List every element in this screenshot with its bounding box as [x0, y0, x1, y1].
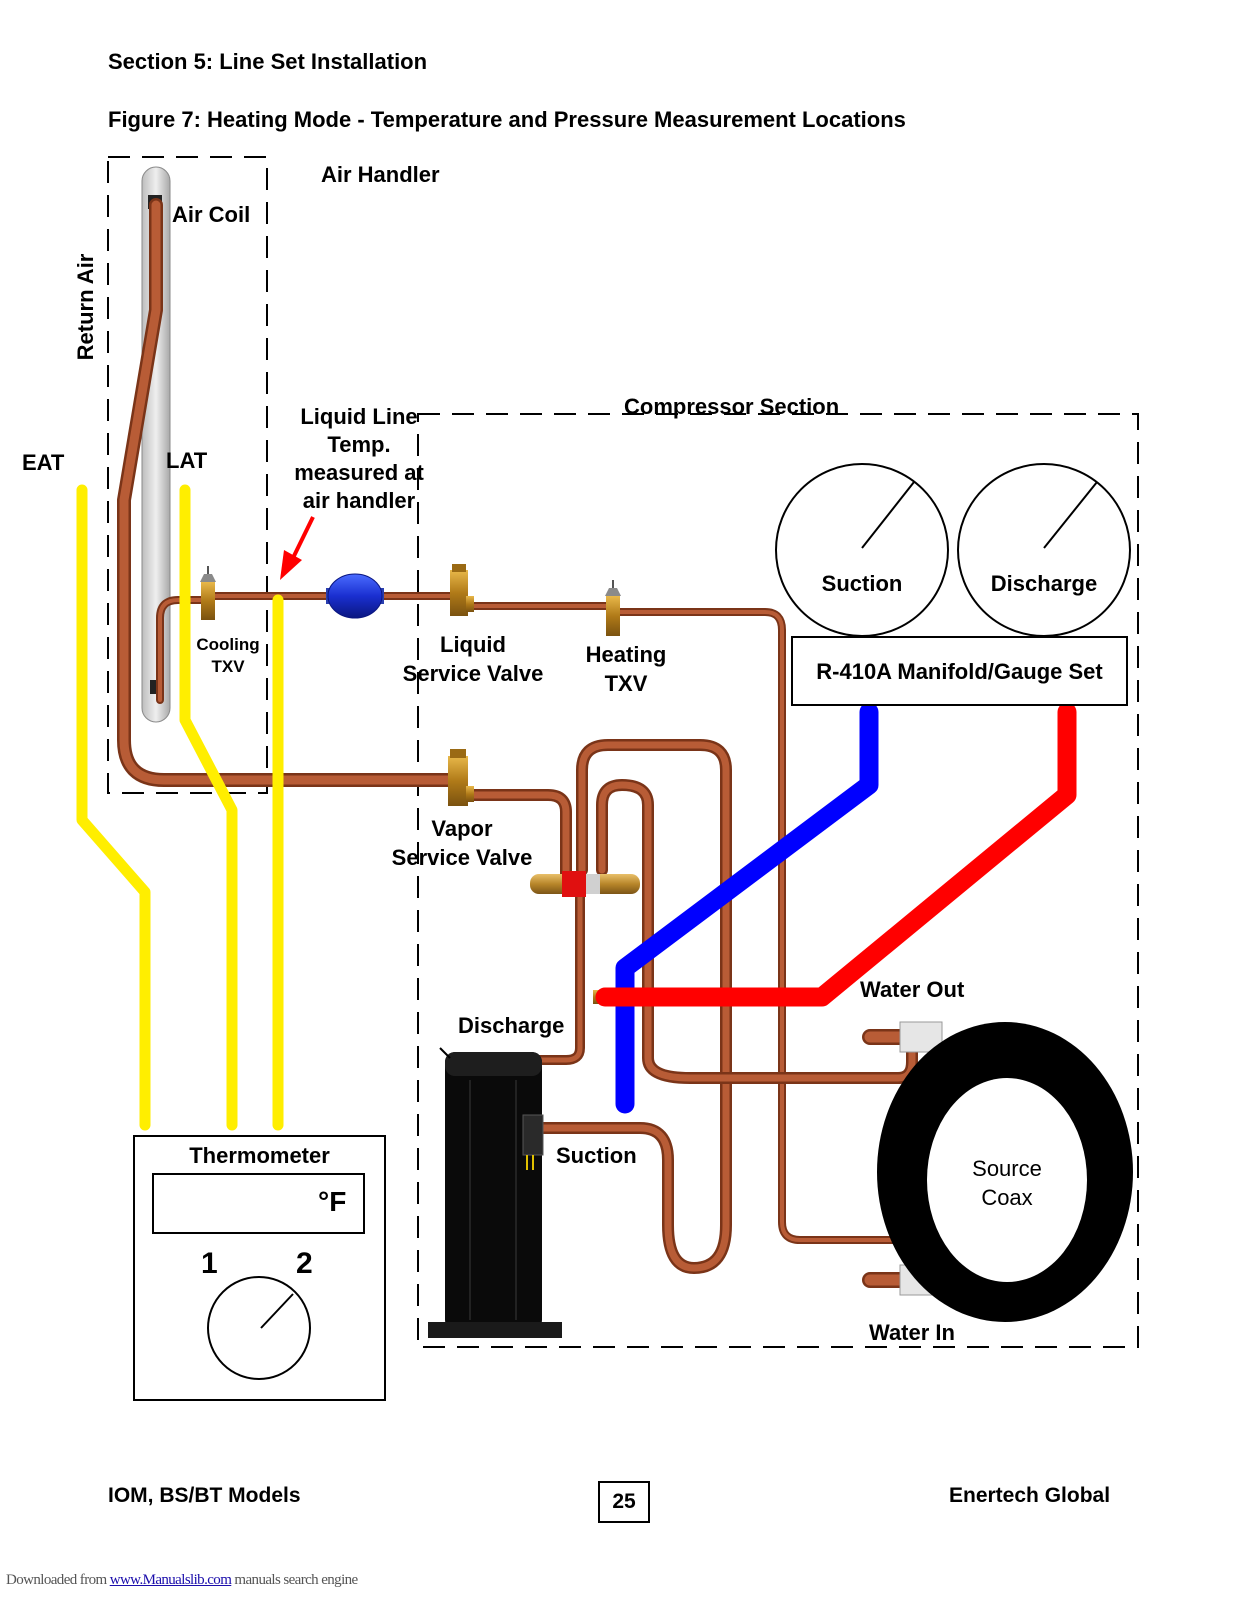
thermometer-position-1: 1 [201, 1247, 218, 1280]
discharge-gauge-needle [1043, 481, 1098, 549]
lat-sensor-wire [179, 484, 238, 1131]
manifold-box [791, 636, 1128, 706]
cooling-txv-line-2: TXV [211, 657, 245, 676]
air-handler-boundary [107, 156, 268, 794]
cooling-txv-line-1: Cooling [196, 635, 260, 654]
compressor-section-label: Compressor Section [624, 394, 840, 419]
vapor-service-valve-label: Vapor Service Valve [382, 814, 542, 872]
liquid-line-temp-line-1: Liquid Line [300, 404, 418, 429]
sensor-wires [76, 484, 284, 1131]
compressor-section-boundary [417, 413, 1139, 1348]
download-suffix: manuals search engine [231, 1572, 358, 1588]
discharge-hose [595, 702, 1077, 1007]
lat-label: LAT [166, 448, 208, 473]
footer-company: Enertech Global [949, 1484, 1111, 1507]
air-coil-distributor [150, 680, 160, 694]
discharge-gauge-label: Discharge [990, 571, 1098, 596]
liquid-service-valve [450, 564, 474, 616]
suction-gauge-label: Suction [821, 571, 903, 596]
water-out-label: Water Out [860, 977, 965, 1002]
discharge-gauge [957, 463, 1131, 637]
heating-txv-line-2: TXV [604, 671, 648, 696]
source-coax [877, 1022, 1133, 1322]
compressor-discharge-label: Discharge [458, 1013, 565, 1038]
download-notice: Downloaded from www.Manualslib.com manua… [6, 1572, 358, 1589]
manifold-gauge-set-label: R-410A Manifold/Gauge Set [816, 659, 1103, 684]
vapor-service-valve-line-1: Vapor [431, 816, 493, 841]
air-handler-label: Air Handler [321, 162, 440, 187]
heating-txv-label: Heating TXV [576, 640, 676, 698]
thermometer-selector-pointer [260, 1293, 294, 1329]
source-coax-line-1: Source [972, 1156, 1042, 1181]
filter-drier [326, 573, 384, 619]
liquid-line-temp-line-4: air handler [302, 488, 416, 513]
suction-gauge [775, 463, 949, 637]
liquid-service-valve-line-2: Service Valve [402, 661, 544, 686]
thermometer-display [152, 1173, 365, 1234]
liquid-line-temp-label: Liquid Line Temp. measured at air handle… [285, 403, 433, 515]
liquid-service-valve-label: Liquid Service Valve [393, 630, 553, 688]
thermometer-position-2: 2 [296, 1247, 313, 1280]
liquid-service-valve-line-1: Liquid [440, 632, 506, 657]
liquid-line-temp-line-3: measured at [294, 460, 424, 485]
footer-model: IOM, BS/BT Models [108, 1484, 301, 1507]
return-air-label: Return Air [73, 253, 98, 361]
section-title: Section 5: Line Set Installation [108, 49, 428, 74]
source-coax-line-2: Coax [981, 1185, 1033, 1210]
source-coax-label: Source Coax [947, 1154, 1067, 1212]
suction-gauge-needle [861, 481, 915, 549]
refrigerant-piping [117, 198, 918, 1288]
compressor [428, 1047, 562, 1338]
manualslib-link[interactable]: www.Manualslib.com [109, 1572, 232, 1588]
thermometer-title: Thermometer [189, 1143, 330, 1168]
heating-txv [605, 580, 621, 636]
liquid-line-temp-arrow [280, 516, 315, 580]
thermometer-unit: °F [318, 1186, 347, 1217]
thermometer [133, 1135, 386, 1401]
suction-hose [615, 702, 879, 1114]
figure-title: Figure 7: Heating Mode - Temperature and… [108, 107, 906, 132]
cooling-txv [200, 566, 216, 620]
thermometer-selector-dial[interactable] [207, 1276, 311, 1380]
vapor-service-valve-line-2: Service Valve [391, 845, 533, 870]
heating-txv-line-1: Heating [585, 642, 667, 667]
water-in-label: Water In [869, 1320, 955, 1345]
eat-label: EAT [22, 450, 65, 475]
compressor-suction-label: Suction [556, 1143, 637, 1168]
page-number: 25 [598, 1481, 650, 1523]
cooling-txv-label: Cooling TXV [193, 634, 263, 678]
reversing-valve [530, 871, 640, 897]
download-prefix: Downloaded from [6, 1572, 110, 1588]
eat-sensor-wire [76, 484, 151, 1131]
vapor-service-valve [448, 749, 474, 806]
liquid-line-temp-line-2: Temp. [327, 432, 391, 457]
air-coil-label: Air Coil [172, 202, 251, 227]
